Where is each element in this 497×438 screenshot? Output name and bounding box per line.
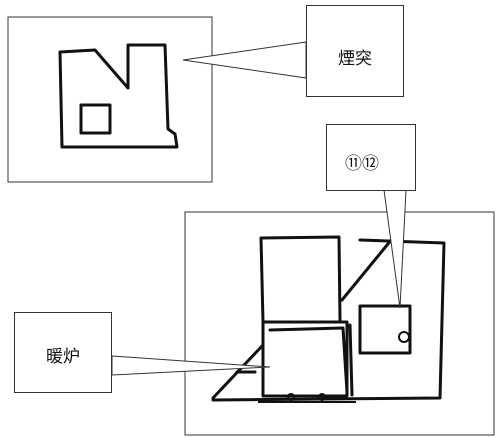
- numbers-callout-label: ⑪⑫: [345, 154, 379, 174]
- chimney-callout-pointer: [182, 41, 307, 79]
- chimney-callout-label: 煙突: [338, 49, 372, 69]
- fireplace-callout-label: 暖炉: [46, 347, 80, 367]
- chimney-callout: 煙突: [306, 5, 404, 97]
- fireplace-sketch: [211, 235, 446, 402]
- fireplace-callout-pointer: [111, 355, 271, 376]
- chimney-panel-frame: [7, 16, 213, 183]
- numbers-callout: ⑪⑫: [326, 124, 416, 191]
- chimney-sketch: [58, 43, 179, 149]
- fireplace-panel-frame: [184, 211, 495, 436]
- fireplace-callout: 暖炉: [14, 312, 112, 393]
- fireplace-details: [258, 331, 410, 403]
- numbers-callout-pointer: [383, 189, 407, 309]
